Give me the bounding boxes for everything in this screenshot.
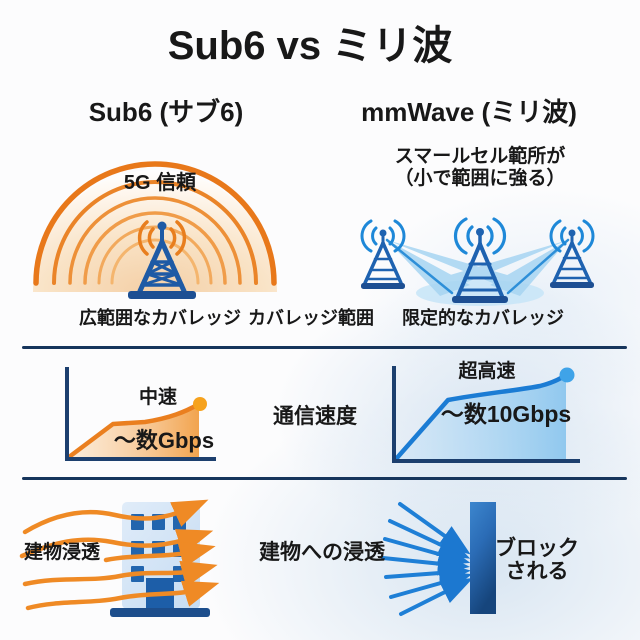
coverage-label-left: 広範囲なカバレッジ bbox=[79, 308, 241, 328]
divider-bottom bbox=[22, 477, 627, 480]
small-cell-towers-icon bbox=[360, 217, 595, 306]
divider-top bbox=[22, 346, 627, 349]
blocked-label-line1: ブロック bbox=[495, 537, 579, 560]
speed-row-label: 通信速度 bbox=[273, 405, 357, 428]
blocked-arrows-icon bbox=[381, 502, 474, 616]
blocked-label-line2: される bbox=[505, 560, 569, 583]
speed-value-right: 〜数10Gbps bbox=[440, 401, 572, 427]
column-header-sub6: Sub6 (サブ6) bbox=[88, 97, 244, 127]
speed-label-left: 中速 bbox=[138, 387, 178, 408]
mmwave-note-line2: （小で範囲に強る） bbox=[394, 168, 566, 189]
tower-center bbox=[452, 217, 508, 303]
speed-chart-left bbox=[65, 367, 216, 461]
wall-icon bbox=[470, 502, 496, 614]
speed-chart-right bbox=[392, 366, 580, 463]
penetration-row-label: 建物への浸透 bbox=[259, 541, 385, 564]
speed-value-left: 〜数Gbps bbox=[113, 428, 215, 453]
beam-shapes bbox=[387, 240, 568, 296]
coverage-dome-icon bbox=[33, 161, 277, 292]
endpoint-dot bbox=[559, 367, 575, 383]
endpoint-dot bbox=[193, 397, 207, 411]
penetration-arrows-icon bbox=[19, 499, 220, 611]
penetration-label-left: 建物浸透 bbox=[23, 542, 101, 563]
speed-label-right: 超高速 bbox=[458, 361, 516, 382]
signal-waves-icon bbox=[137, 220, 187, 256]
tower-right bbox=[549, 219, 595, 288]
column-header-mmwave: mmWave (ミリ波) bbox=[361, 97, 577, 127]
tower-left bbox=[360, 219, 406, 289]
radio-tower-icon bbox=[128, 220, 196, 299]
dome-label-5g: 5G 信頼 bbox=[123, 172, 197, 194]
coverage-label-right: 限定的なカバレッジ bbox=[402, 308, 564, 328]
page-title: Sub6 vs ミリ波 bbox=[167, 24, 453, 68]
mmwave-note-line1: スマールセル範所が bbox=[394, 146, 566, 167]
coverage-label-middle: カバレッジ範囲 bbox=[248, 308, 374, 328]
